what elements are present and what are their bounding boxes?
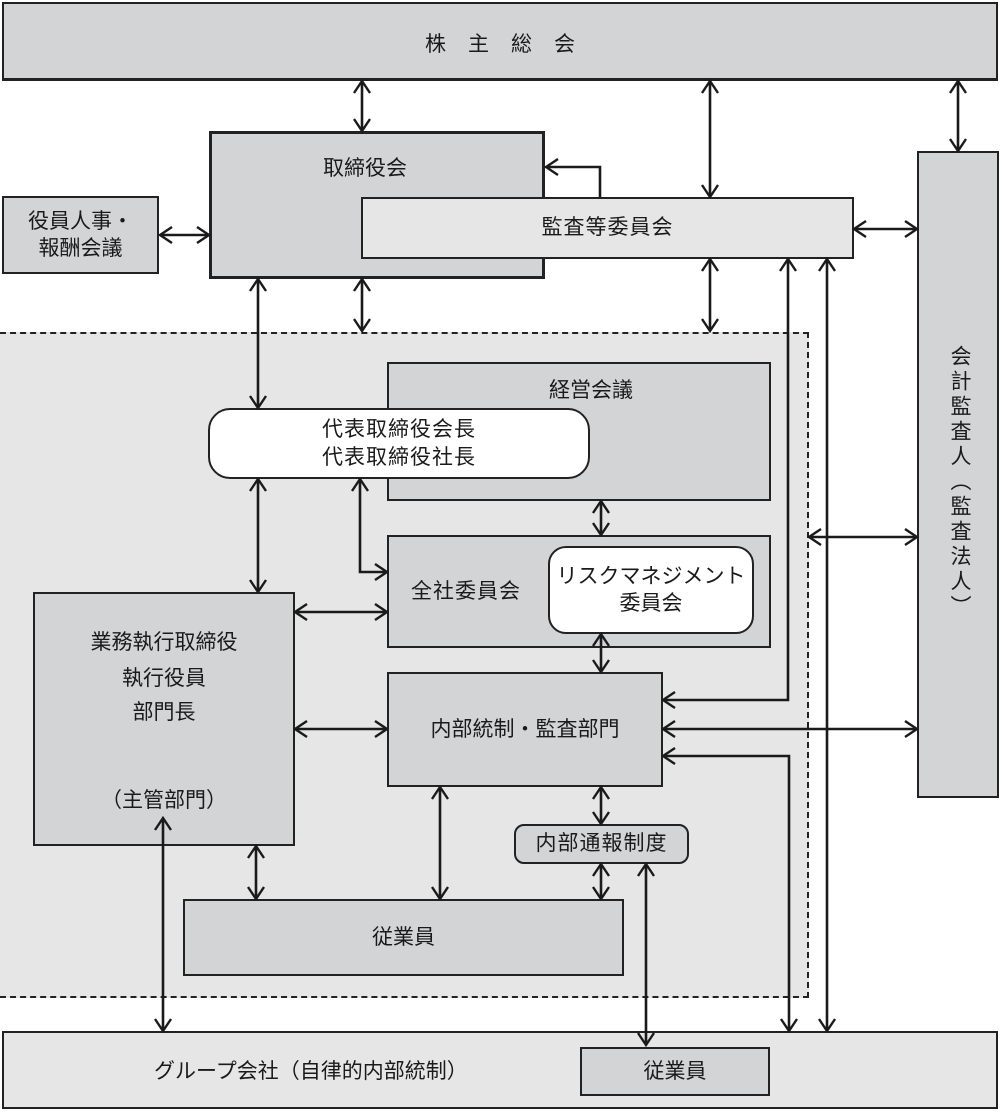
executives-note: （主管部門）: [101, 788, 227, 812]
representative-directors-line-2: 代表取締役社長: [322, 444, 476, 469]
arrow-audit-to-board: [546, 167, 602, 197]
management-meeting-label: 経営会議: [549, 378, 633, 402]
employees-label: 従業員: [372, 924, 435, 949]
representative-directors-box: 代表取締役会長 代表取締役社長: [208, 408, 590, 479]
internal-control-audit-box: 内部統制・監査部門: [387, 672, 663, 787]
executives-line-2: 執行役員: [122, 666, 206, 690]
shareholders-meeting-box: 株主総会: [2, 2, 998, 81]
nomination-compensation-line-2: 報酬会議: [38, 236, 123, 260]
whistleblowing-box: 内部通報制度: [514, 824, 689, 864]
internal-control-audit-label: 内部統制・監査部門: [430, 716, 620, 741]
group-employees-label: 従業員: [643, 1058, 707, 1083]
risk-management-committee-line-1: リスクマネジメント: [556, 563, 746, 588]
accounting-auditor-label: 会計監査人（監査法人）: [948, 345, 972, 620]
board-of-directors-label: 取締役会: [323, 156, 407, 180]
audit-committee-label: 監査等委員会: [541, 215, 674, 240]
whistleblowing-label: 内部通報制度: [535, 831, 668, 856]
risk-management-committee-box: リスクマネジメント 委員会: [548, 546, 754, 634]
employees-box: 従業員: [183, 899, 624, 976]
group-companies-box: グループ会社（自律的内部統制） 従業員: [2, 1031, 998, 1109]
nomination-compensation-box: 役員人事・ 報酬会議: [2, 196, 159, 274]
risk-management-committee-line-2: 委員会: [619, 591, 683, 615]
group-employees-box: 従業員: [580, 1047, 770, 1096]
nomination-compensation-line-1: 役員人事・: [28, 208, 133, 233]
executives-line-3: 部門長: [132, 700, 196, 724]
executives-line-1: 業務執行取締役: [90, 630, 238, 654]
executives-box: 業務執行取締役 執行役員 部門長 （主管部門）: [33, 592, 295, 846]
accounting-auditor-box: 会計監査人（監査法人）: [917, 151, 999, 798]
shareholders-meeting-label: 株主総会: [425, 32, 597, 56]
company-committee-label: 全社委員会: [411, 579, 521, 603]
audit-committee-box: 監査等委員会: [361, 197, 854, 259]
representative-directors-line-1: 代表取締役会長: [322, 417, 476, 442]
group-companies-label: グループ会社（自律的内部統制）: [154, 1059, 468, 1083]
